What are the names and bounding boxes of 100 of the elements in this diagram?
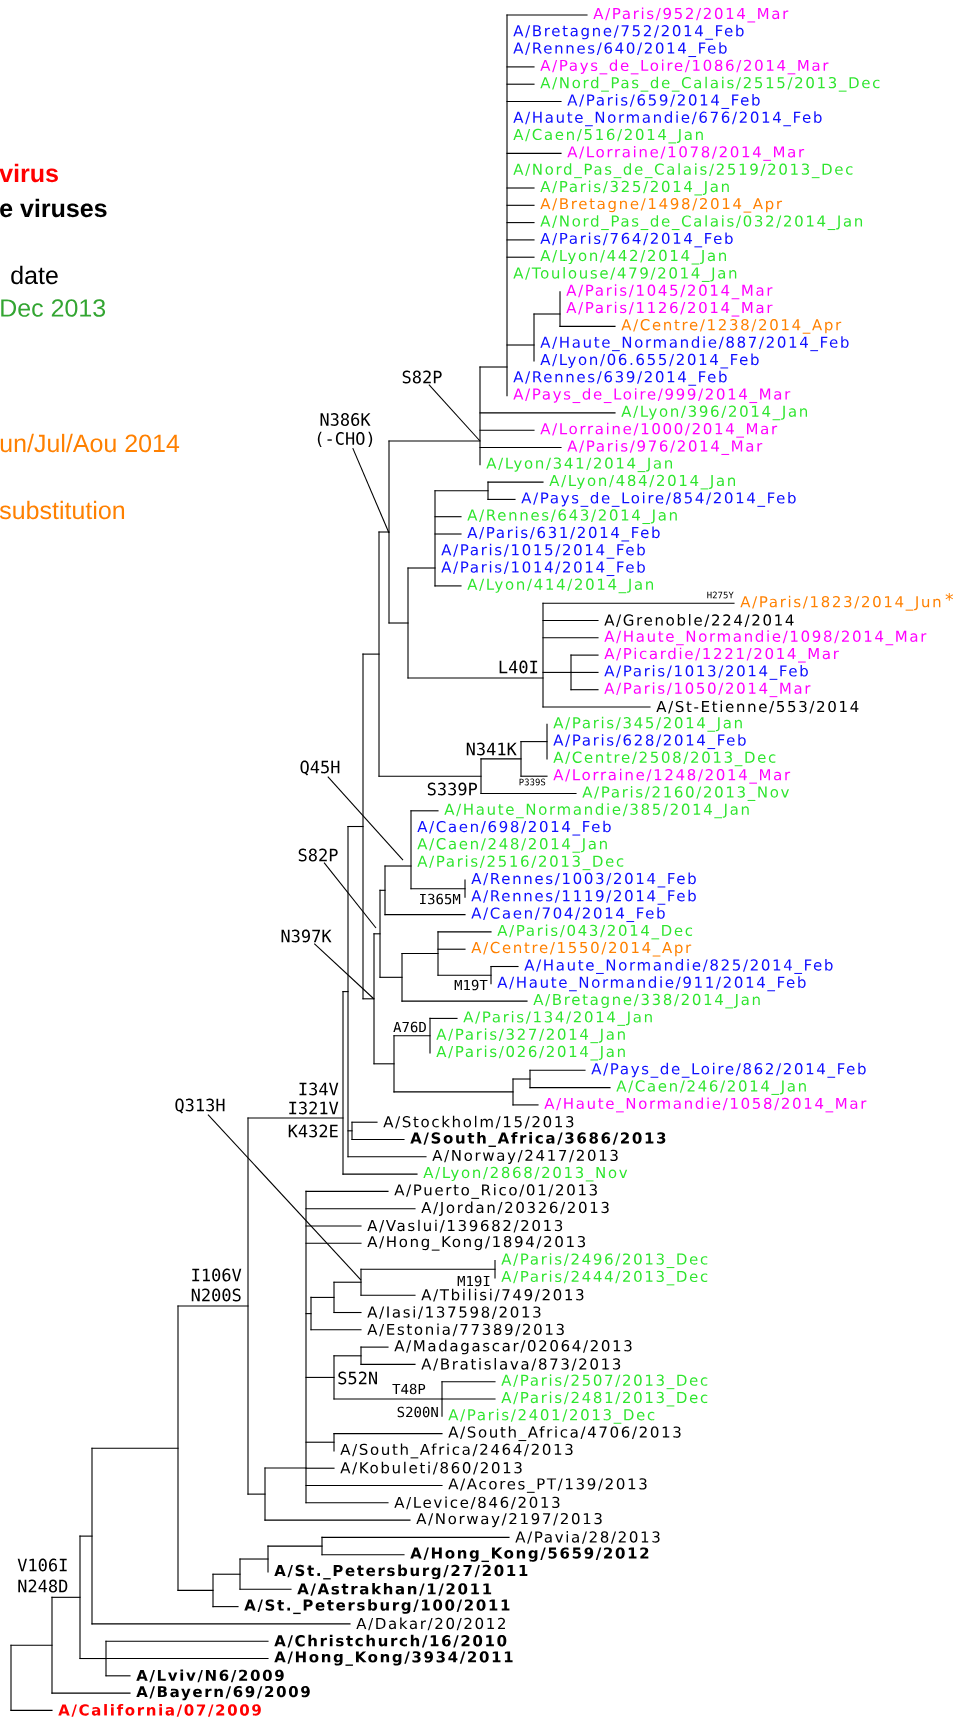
strain-label: A/Lorraine/1000/2014_Mar	[540, 422, 778, 438]
strain-label: A/Pays_de_Loire/862/2014_Feb	[591, 1062, 866, 1078]
strain-label: A/Rennes/643/2014_Jan	[467, 509, 677, 525]
strain-label: A/Hong_Kong/5659/2012	[410, 1547, 649, 1563]
strain-label: A/Bretagne/752/2014_Feb	[513, 24, 744, 40]
strain-label: A/Paris/1014/2014_Feb	[441, 561, 645, 577]
mutation-label: V106I	[17, 1558, 67, 1572]
strain-label: A/Acores_PT/139/2013	[448, 1478, 647, 1493]
strain-label: A/Caen/246/2014_Jan	[616, 1080, 806, 1095]
mutation-label: L40I	[499, 660, 538, 674]
strain-label: A/Caen/704/2014_Feb	[471, 907, 665, 923]
leader-line	[352, 447, 390, 534]
strain-label: A/Rennes/640/2014_Feb	[513, 42, 727, 58]
mutation-label: S200N	[397, 1406, 438, 1418]
legend-text: virus	[0, 163, 58, 183]
strain-label: A/Grenoble/224/2014	[604, 614, 794, 627]
strain-label: A/Paris/2401/2013_Dec	[448, 1408, 655, 1424]
strain-label: A/Lyon/414/2014_Jan	[467, 578, 653, 594]
strain-label: A/Nord_Pas_de_Calais/032/2014_Jan	[540, 215, 863, 231]
strain-label: A/Paris/1126/2014_Mar	[566, 301, 773, 317]
strain-label: A/Haute_Normandie/676/2014_Feb	[513, 111, 822, 127]
legend-text: Dec 2013	[1, 299, 106, 317]
strain-label: A/Paris/1050/2014_Mar	[604, 682, 811, 698]
strain-label: A/Pays_de_Loire/999/2014_Mar	[513, 388, 791, 404]
strain-label: A/Lyon/396/2014_Jan	[621, 405, 807, 421]
mutation-label: N397K	[281, 929, 332, 943]
strain-label: A/Paris/659/2014_Feb	[567, 94, 760, 109]
strain-label: A/Paris/2507/2013_Dec	[501, 1374, 708, 1390]
strain-label: A/Lyon/341/2014_Jan	[486, 457, 672, 473]
mutation-label: N248D	[18, 1579, 68, 1593]
mutation-label: I106V	[192, 1268, 242, 1282]
strain-label: A/Pays_de_Loire/854/2014_Feb	[521, 491, 796, 507]
mutation-label: S82P	[402, 370, 442, 384]
mutation-label: H275Y	[707, 591, 734, 599]
strain-label: A/Haute_Normandie/887/2014_Feb	[540, 336, 849, 352]
legend-text: e viruses	[0, 198, 107, 218]
strain-label: A/Haute_Normandie/385/2014_Jan	[444, 803, 749, 819]
strain-label: A/Lviv/N6/2009	[136, 1669, 284, 1683]
strain-label: A/Paris/2516/2013_Dec	[417, 855, 624, 871]
strain-label: A/Dakar/20/2012	[356, 1617, 505, 1631]
strain-label: A/Centre/2508/2013_Dec	[553, 751, 776, 767]
strain-label: A/Centre/1238/2014_Apr	[621, 319, 842, 334]
strain-label: A/Paris/976/2014_Mar	[567, 440, 763, 455]
strain-label: A/Caen/248/2014_Jan	[417, 838, 607, 853]
strain-label: A/South_Africa/2464/2013	[340, 1443, 573, 1459]
mutation-label: M19T	[454, 979, 488, 991]
strain-label: A/Centre/1550/2014_Apr	[471, 941, 692, 957]
strain-label: A/Paris/325/2014_Jan	[540, 180, 729, 196]
mutation-label: I321V	[289, 1101, 339, 1115]
mutation-label: S82P	[298, 848, 338, 862]
mutation-label: I365M	[420, 893, 461, 905]
strain-label: A/Caen/516/2014_Jan	[513, 128, 703, 144]
strain-label: A/Iasi/137598/2013	[367, 1306, 541, 1319]
leader-line	[313, 943, 375, 1000]
strain-label: A/Paris/952/2014_Mar	[593, 7, 789, 23]
strain-label: A/California/07/2009	[58, 1704, 261, 1717]
strain-label: A/Lyon/2868/2013_Nov	[423, 1166, 628, 1182]
strain-label: A/Tbilisi/749/2013	[421, 1288, 584, 1302]
strain-label: A/Lorraine/1078/2014_Mar	[567, 145, 805, 161]
leader-line	[323, 862, 377, 929]
strain-label: A/Levice/846/2013	[394, 1496, 560, 1510]
legend-text: substitution	[0, 500, 125, 520]
strain-label: A/Rennes/1119/2014_Feb	[471, 889, 696, 905]
mutation-label: S339P	[427, 782, 478, 796]
strain-label: A/Lorraine/1248/2014_Mar	[553, 768, 791, 784]
strain-label: A/Kobuleti/860/2013	[340, 1461, 522, 1475]
strain-label: A/Paris/1823/2014_Jun	[740, 595, 941, 611]
strain-label: A/Hong_Kong/3934/2011	[274, 1651, 513, 1666]
strain-label: A/South_Africa/4706/2013	[448, 1426, 681, 1442]
strain-label: A/Paris/345/2014_Jan	[553, 716, 742, 732]
strain-label: A/Christchurch/16/2010	[274, 1634, 507, 1648]
strain-label: A/St-Etienne/553/2014	[656, 700, 859, 714]
strain-label: A/Haute_Normandie/1058/2014_Mar	[544, 1097, 867, 1113]
mutation-label: I34V	[299, 1082, 339, 1096]
mutation-label: N341K	[466, 742, 517, 756]
strain-label: A/Haute_Normandie/1098/2014_Mar	[604, 630, 927, 646]
strain-label: A/Pays_de_Loire/1086/2014_Mar	[540, 59, 829, 75]
strain-label: A/St._Petersburg/27/2011	[274, 1564, 528, 1580]
strain-label: A/Bayern/69/2009	[136, 1685, 310, 1701]
strain-label: A/Paris/043/2014_Dec	[497, 924, 693, 940]
strain-label: A/Hong_Kong/1894/2013	[367, 1236, 586, 1251]
mutation-label: N200S	[191, 1288, 241, 1302]
mutation-label: Q313H	[175, 1098, 225, 1114]
strain-label: A/Estonia/77389/2013	[367, 1323, 564, 1337]
mutation-label: K432E	[288, 1124, 338, 1138]
mutation-label: Q45H	[300, 760, 340, 776]
strain-label: A/Vaslui/139682/2013	[367, 1219, 563, 1233]
mutation-label: A76D	[393, 1021, 426, 1033]
strain-label: A/Bratislava/873/2013	[421, 1358, 621, 1371]
strain-label: A/Toulouse/479/2014_Jan	[513, 267, 737, 282]
mutation-label: N386K (-CHO)	[317, 413, 373, 447]
strain-label: A/Paris/764/2014_Feb	[540, 232, 733, 248]
strain-label: A/Puerto_Rico/01/2013	[394, 1183, 597, 1199]
strain-label: A/Lyon/06.655/2014_Feb	[540, 353, 759, 369]
strain-label: A/Norway/2417/2013	[432, 1149, 618, 1164]
strain-label: A/Paris/2160/2013_Nov	[582, 786, 789, 801]
strain-label: A/Haute_Normandie/911/2014_Feb	[497, 976, 806, 992]
leader-line	[327, 776, 404, 861]
strain-label: A/St._Petersburg/100/2011	[244, 1599, 510, 1615]
leader-line	[207, 1114, 362, 1281]
